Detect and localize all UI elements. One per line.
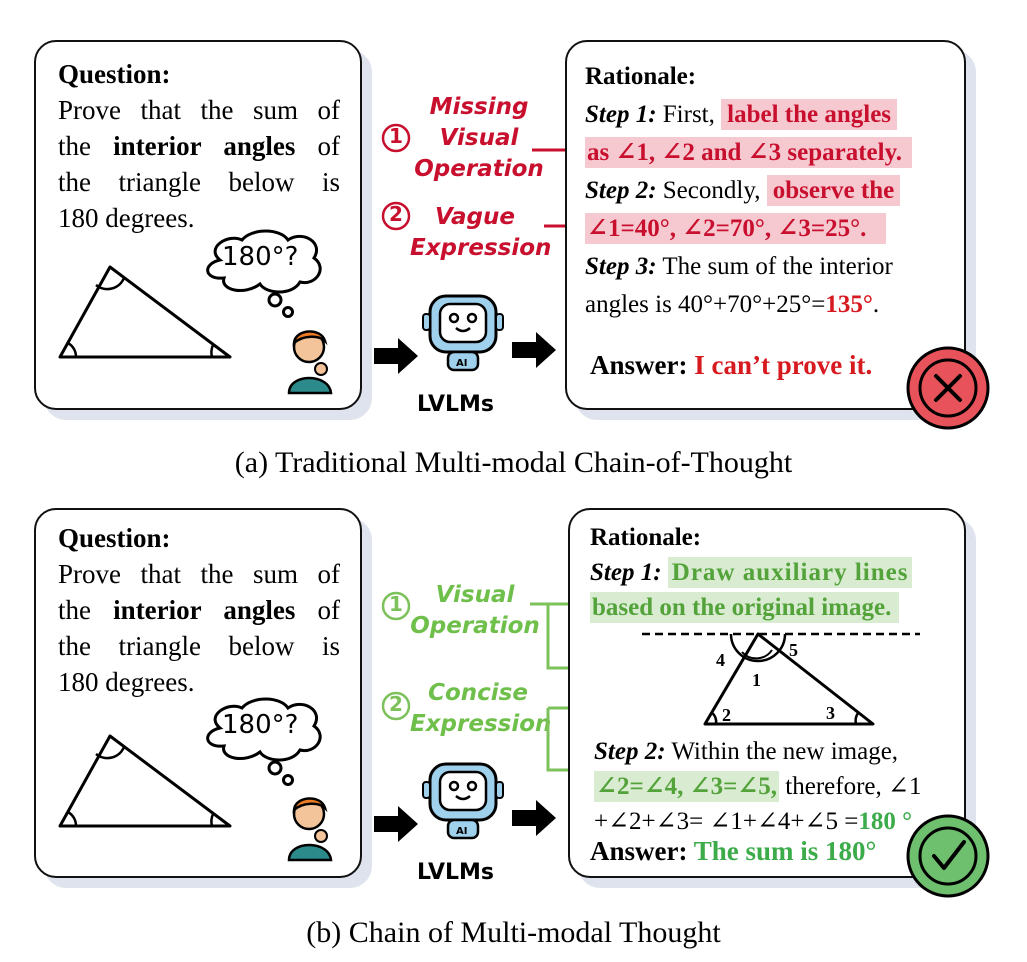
label-missing-visual-operation: Missing Visual Operation: [414, 94, 544, 182]
svg-text:AI: AI: [456, 358, 467, 369]
step2-a-cont: ∠1=40°, ∠2=70°, ∠3=25°.: [585, 210, 912, 248]
label-visual-operation: Visual Operation: [410, 582, 540, 639]
number-badge-1-a: [381, 123, 411, 153]
cross-icon: [906, 346, 990, 430]
answer-b: Answer: The sum is 180°: [590, 836, 877, 866]
step3-a: Step 3: The sum of the interior: [585, 253, 893, 280]
arrow-right-icon: [512, 800, 556, 836]
question-text-b: Question: Prove that the sum of the inte…: [58, 520, 340, 700]
label-concise-expression: Concise Expression: [410, 680, 552, 737]
step2-b-cont2: +∠2+∠3= ∠1+∠4+∠5 =180 °: [594, 808, 913, 835]
question-line: the triangle below is: [58, 631, 340, 661]
thought-text-a: 180°?: [222, 242, 299, 272]
check-icon: [906, 814, 990, 898]
caption-b: (b) Chain of Multi-modal Thought: [306, 916, 721, 949]
rationale-title: Rationale:: [585, 63, 697, 90]
question-title: Question:: [58, 523, 171, 553]
arrow-right-icon: [374, 338, 418, 374]
question-line: the triangle below is: [58, 167, 340, 197]
number-badge-2-a: [381, 201, 411, 231]
step2-b-cont: ∠2=∠4, ∠3=∠5, therefore, ∠1: [594, 771, 922, 802]
rationale-a: Rationale: Step 1: First, label the angl…: [585, 58, 912, 324]
number-2-b: 2: [389, 692, 403, 716]
thinking-person-icon: [287, 330, 333, 395]
step2-a: Step 2: Secondly, observe the: [585, 172, 912, 210]
thought-cloud-b: [206, 697, 322, 786]
label-vague-expression: Vague Expression: [410, 204, 552, 261]
step3-a-cont: angles is 40°+70°+25°=135°.: [585, 291, 880, 318]
rationale-b: Rationale: Step 1: Draw auxiliary lines …: [590, 520, 913, 625]
thought-text-b: 180°?: [222, 710, 299, 740]
step2-b-block: Step 2: Within the new image, ∠2=∠4, ∠3=…: [594, 734, 921, 839]
arrow-right-icon: [374, 806, 418, 842]
number-2-a: 2: [389, 202, 403, 226]
robot-icon: AI: [422, 762, 504, 840]
svg-text:AI: AI: [456, 826, 467, 837]
step1-a: Step 1: First, label the angles: [585, 96, 912, 134]
question-line: 180 degrees.: [58, 667, 195, 697]
thinking-person-icon: [287, 797, 333, 862]
step1-b: Step 1: Draw auxiliary lines: [590, 555, 913, 590]
rationale-title: Rationale:: [590, 524, 702, 551]
thought-cloud-a: [206, 229, 322, 318]
question-line: Prove that the sum of: [58, 559, 340, 589]
angle-label-3: 3: [826, 703, 835, 723]
model-label-a: LVLMs: [417, 392, 495, 417]
question-line: the interior angles of: [58, 595, 340, 625]
step2-b: Step 2: Within the new image,: [594, 738, 899, 765]
step1-b-cont: based on the original image.: [590, 590, 912, 625]
number-1-a: 1: [389, 124, 403, 148]
arrow-right-icon: [512, 332, 556, 368]
question-title: Question:: [58, 59, 171, 89]
model-label-b: LVLMs: [417, 860, 495, 885]
number-badge-1-b: [381, 591, 411, 621]
caption-a: (a) Traditional Multi-modal Chain-of-Tho…: [234, 446, 793, 479]
angle-label-5: 5: [789, 640, 798, 660]
robot-icon: AI: [422, 294, 504, 372]
angle-label-4: 4: [716, 650, 725, 670]
question-line: Prove that the sum of: [58, 95, 340, 125]
angle-label-2: 2: [722, 705, 731, 725]
number-1-b: 1: [389, 592, 403, 616]
angle-label-1: 1: [752, 670, 761, 690]
question-text-a: Question: Prove that the sum of the inte…: [58, 56, 340, 236]
answer-a: Answer: I can’t prove it.: [590, 350, 873, 380]
number-badge-2-b: [381, 691, 411, 721]
question-line: 180 degrees.: [58, 203, 195, 233]
step1-a-cont: as ∠1, ∠2 and ∠3 separately.: [585, 134, 912, 172]
question-line: the interior angles of: [58, 131, 340, 161]
